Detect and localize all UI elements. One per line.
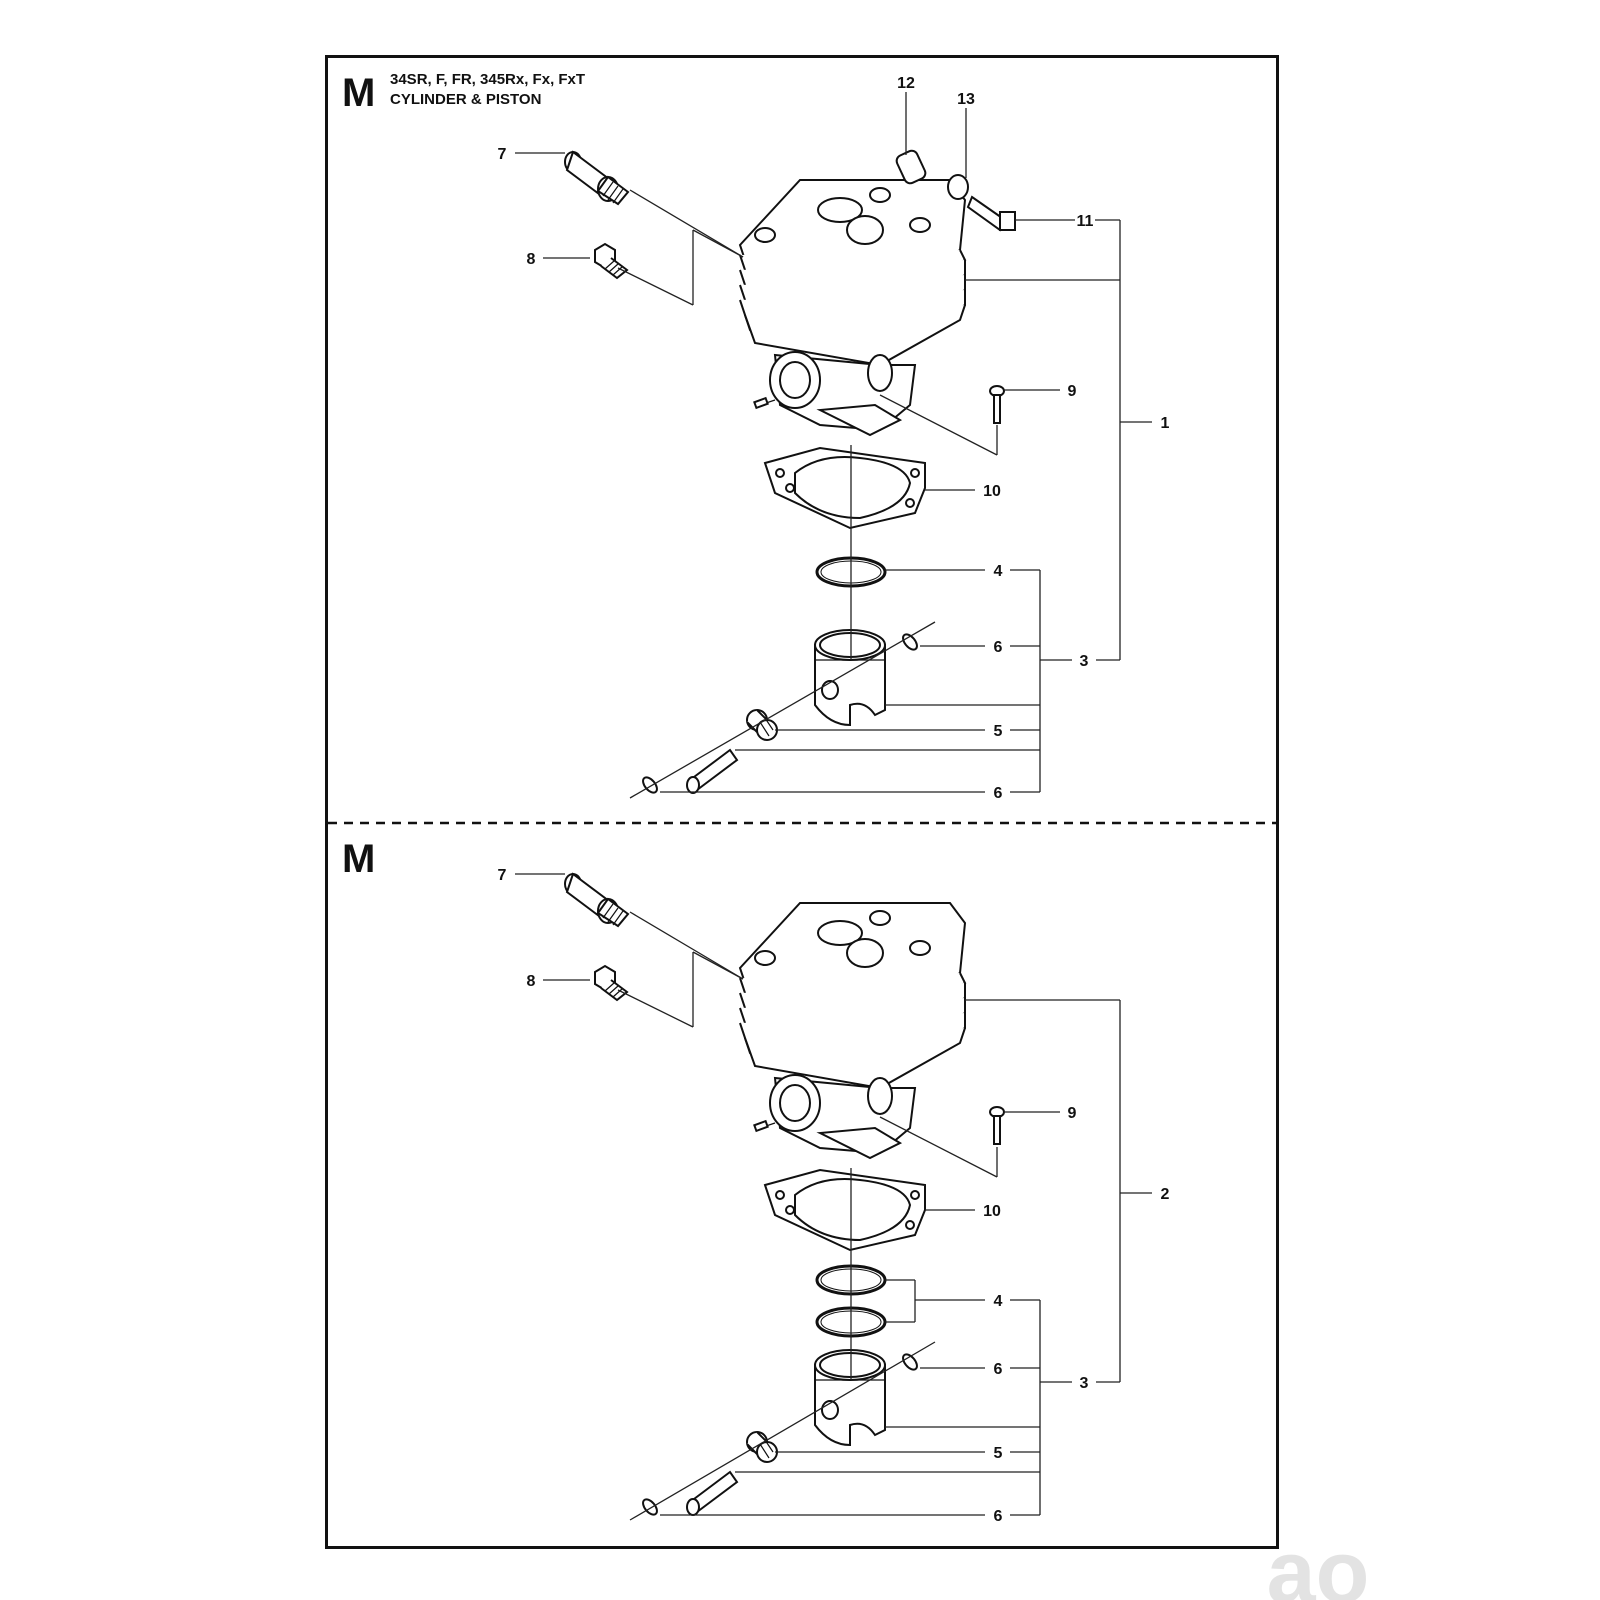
model-list: 34SR, F, FR, 345Rx, Fx, FxT: [390, 71, 585, 88]
callout-7: 7: [498, 146, 507, 163]
callout-7: 7: [498, 867, 507, 884]
callout-10: 10: [983, 1203, 1001, 1220]
cylinder-part: [739, 179, 966, 436]
circlip-part: [639, 773, 661, 797]
callout-11: 11: [1077, 213, 1094, 230]
bolt-part: [989, 1106, 1005, 1145]
nozzle-part: [564, 151, 629, 205]
leader-lines: [515, 92, 1152, 793]
piston-part: [814, 1349, 886, 1446]
section-top: M 34SR, F, FR, 345Rx, Fx, FxT CYLINDER &…: [342, 71, 1170, 802]
callout-4: 4: [994, 1293, 1003, 1310]
gasket-part: [764, 1169, 926, 1251]
section-bottom: M: [342, 837, 1170, 1525]
watermark-logo: ao: [1267, 1522, 1370, 1600]
callout-12: 12: [897, 75, 915, 92]
callout-2: 2: [1161, 1186, 1170, 1203]
diagram-frame: [325, 55, 1279, 1549]
cylinder-part: [739, 902, 966, 1159]
section-letter: M: [342, 837, 375, 881]
section-letter: M: [342, 71, 375, 115]
callout-3: 3: [1080, 653, 1089, 670]
bolt-part: [989, 385, 1005, 424]
callout-5: 5: [994, 1445, 1003, 1462]
gasket-part: [764, 447, 926, 529]
diagram-title: CYLINDER & PISTON: [390, 91, 541, 108]
callout-6: 6: [994, 785, 1003, 802]
piston-pin-part: [686, 1471, 738, 1516]
plug-part: [594, 243, 628, 279]
callout-4: 4: [994, 563, 1003, 580]
circlip-part: [899, 1350, 921, 1374]
callout-3: 3: [1080, 1375, 1089, 1392]
callout-8: 8: [527, 973, 536, 990]
callout-6: 6: [994, 1508, 1003, 1525]
callout-10: 10: [983, 483, 1001, 500]
callout-6: 6: [994, 1361, 1003, 1378]
callout-9: 9: [1068, 1105, 1077, 1122]
circlip-part: [899, 630, 921, 654]
nozzle-part: [564, 873, 629, 927]
callout-8: 8: [527, 251, 536, 268]
needle-bearing-part: [746, 709, 778, 741]
callout-6: 6: [994, 639, 1003, 656]
plug-part: [594, 965, 628, 1001]
callout-13: 13: [957, 91, 975, 108]
piston-part: [814, 629, 886, 726]
leader-lines: [515, 873, 1152, 1516]
watermark-text: ao: [1267, 1522, 1370, 1600]
piston-pin-part: [686, 749, 738, 794]
circlip-part: [639, 1495, 661, 1519]
callout-9: 9: [1068, 383, 1077, 400]
valve-parts: [895, 149, 1016, 232]
callout-5: 5: [994, 723, 1003, 740]
callout-1: 1: [1161, 415, 1170, 432]
